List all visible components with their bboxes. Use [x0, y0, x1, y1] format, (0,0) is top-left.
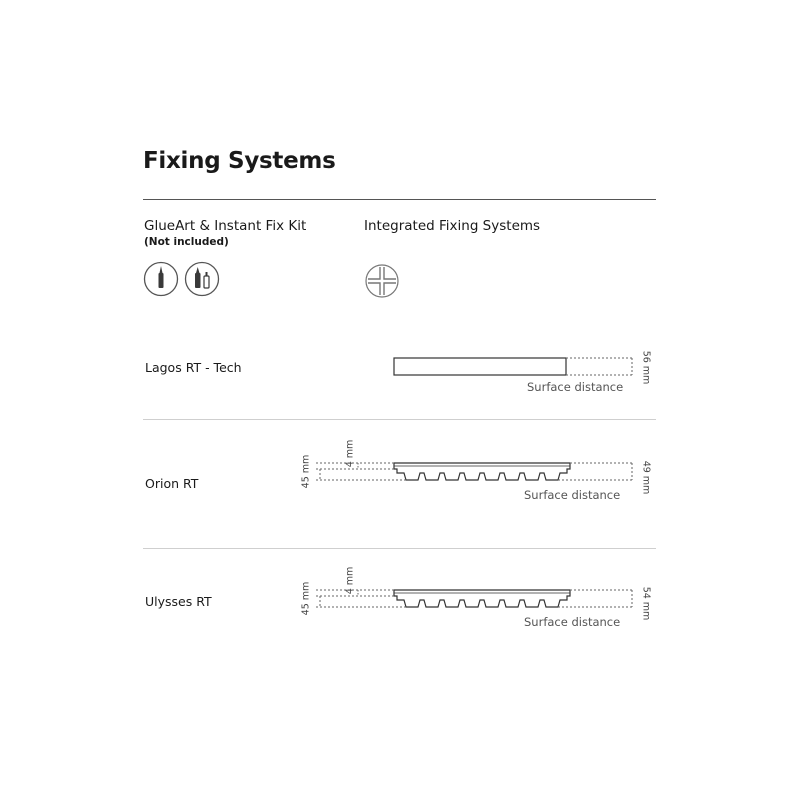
- ulysses-panel-depth-label: 45 mm: [300, 581, 312, 616]
- title-divider: [143, 199, 656, 200]
- glue-tube-icon: [143, 261, 179, 297]
- product-orion-name: Orion RT: [145, 476, 199, 491]
- lagos-surface-label: Surface distance: [527, 380, 624, 394]
- product-lagos-name: Lagos RT - Tech: [145, 360, 242, 375]
- orion-panel-depth-label: 45 mm: [300, 454, 312, 489]
- row-divider: [143, 548, 656, 549]
- integrated-clip-icon: [365, 264, 399, 298]
- ulysses-rail-depth-label: 4 mm: [344, 566, 356, 595]
- lagos-depth-label: 56 mm: [640, 350, 652, 385]
- ulysses-depth-label: 54 mm: [640, 586, 652, 621]
- orion-rail-depth-label: 4 mm: [344, 439, 356, 468]
- ulysses-panel-diagram: [316, 589, 634, 608]
- lagos-panel-diagram: [393, 357, 634, 376]
- integrated-heading: Integrated Fixing Systems: [364, 218, 541, 234]
- orion-panel-diagram: [316, 462, 634, 481]
- orion-depth-label: 49 mm: [640, 460, 652, 495]
- product-ulysses-name: Ulysses RT: [145, 594, 212, 609]
- glueart-heading: GlueArt & Instant Fix Kit: [144, 218, 307, 234]
- fix-kit-icon: [184, 261, 220, 297]
- page-title: Fixing Systems: [143, 148, 336, 174]
- not-included-note: (Not included): [144, 236, 229, 248]
- ulysses-surface-label: Surface distance: [524, 615, 621, 629]
- orion-surface-label: Surface distance: [524, 488, 621, 502]
- row-divider: [143, 419, 656, 420]
